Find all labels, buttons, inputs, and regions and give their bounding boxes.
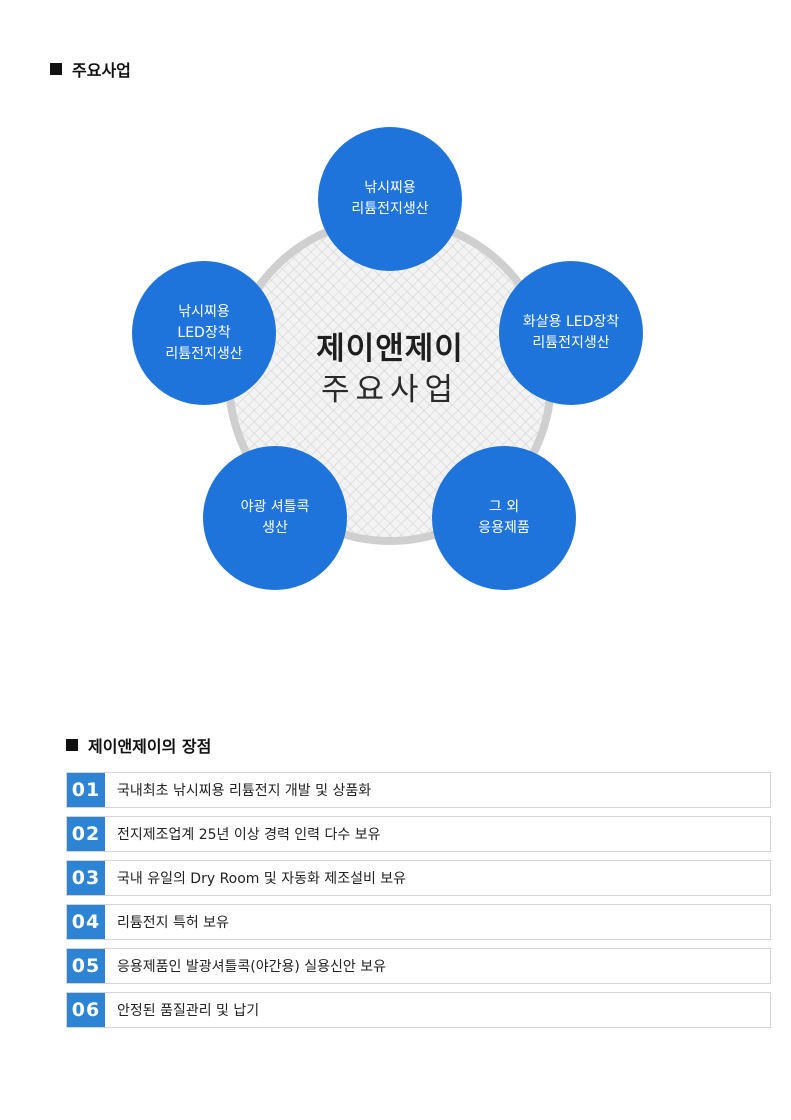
number-badge: 05: [67, 949, 105, 983]
section-title-text: 제이앤제이의 장점: [88, 737, 212, 756]
list-item: 02 전지제조업계 25년 이상 경력 인력 다수 보유: [66, 816, 771, 852]
number-badge: 02: [67, 817, 105, 851]
advantages-list: 01 국내최초 낚시찌용 리튬전지 개발 및 상품화 02 전지제조업계 25년…: [66, 772, 771, 1036]
advantage-text: 국내최초 낚시찌용 리튬전지 개발 및 상품화: [117, 783, 372, 799]
center-label: 제이앤제이 주요사업: [270, 330, 510, 412]
bubble-text: 야광 셔틀콕 생산: [240, 499, 310, 536]
center-company-name: 제이앤제이: [316, 331, 464, 367]
advantage-text: 전지제조업계 25년 이상 경력 인력 다수 보유: [117, 827, 381, 843]
list-item: 01 국내최초 낚시찌용 리튬전지 개발 및 상품화: [66, 772, 771, 808]
bubble-text: 낚시찌용 리튬전지생산: [351, 180, 429, 217]
advantage-text: 리튬전지 특허 보유: [117, 915, 229, 931]
section-title-advantages: 제이앤제이의 장점: [66, 733, 211, 757]
advantage-text: 국내 유일의 Dry Room 및 자동화 제조설비 보유: [117, 871, 407, 887]
list-item: 05 응용제품인 발광셔틀콕(야간용) 실용신안 보유: [66, 948, 771, 984]
business-bubble-glow-shuttlecock: 야광 셔틀콕 생산: [203, 446, 347, 590]
bubble-text: 낚시찌용 LED장착 리튬전지생산: [165, 303, 243, 362]
number-badge: 03: [67, 861, 105, 895]
business-bubble-other-products: 그 외 응용제품: [432, 446, 576, 590]
center-subtitle: 주요사업: [320, 372, 460, 408]
section-title-text: 주요사업: [72, 61, 131, 80]
square-bullet-icon: [66, 739, 78, 751]
list-item: 06 안정된 품질관리 및 납기: [66, 992, 771, 1028]
business-bubble-led-float-battery: 낚시찌용 LED장착 리튬전지생산: [132, 261, 276, 405]
list-item: 04 리튬전지 특허 보유: [66, 904, 771, 940]
bubble-text: 그 외 응용제품: [478, 499, 530, 536]
square-bullet-icon: [50, 63, 62, 75]
number-badge: 06: [67, 993, 105, 1027]
number-badge: 04: [67, 905, 105, 939]
section-title-business: 주요사업: [50, 57, 131, 81]
list-item: 03 국내 유일의 Dry Room 및 자동화 제조설비 보유: [66, 860, 771, 896]
advantage-text: 응용제품인 발광셔틀콕(야간용) 실용신안 보유: [117, 959, 386, 975]
number-badge: 01: [67, 773, 105, 807]
advantage-text: 안정된 품질관리 및 납기: [117, 1003, 260, 1019]
business-bubble-fishing-float-battery: 낚시찌용 리튬전지생산: [318, 127, 462, 271]
bubble-text: 화살용 LED장착 리튬전지생산: [522, 314, 620, 351]
business-bubble-arrow-led-battery: 화살용 LED장착 리튬전지생산: [499, 261, 643, 405]
